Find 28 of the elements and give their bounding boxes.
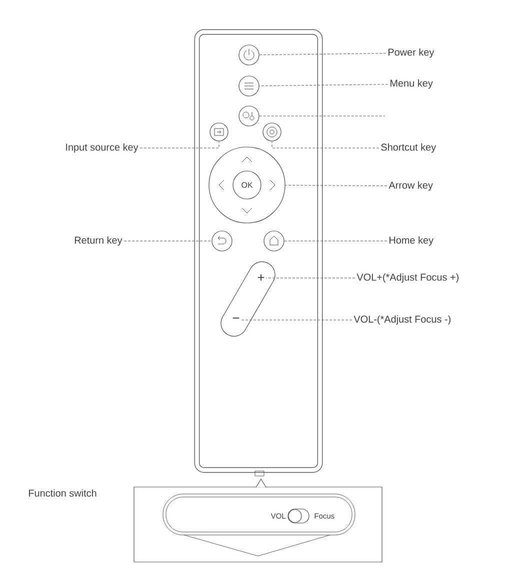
key-label: Arrow key [388,181,433,191]
round-button [238,44,260,66]
leader-line [259,84,388,86]
round-button [238,106,260,126]
leader-line [124,240,212,242]
leader-line [272,141,380,148]
volume-sign: − [232,318,240,319]
key-label: Home key [390,236,434,246]
round-button [212,230,232,252]
key-label: VOL+(*Adjust Focus +) [356,273,458,283]
key-label: Shortcut key [381,143,436,153]
key-label: Input source key [66,143,138,153]
round-button [264,230,284,252]
dpad-ring [208,146,286,224]
volume-sign: + [258,274,264,281]
leader-line [259,53,386,56]
remote-body [194,29,323,473]
key-label: Power key [388,48,434,58]
key-label: VOL-(*Adjust Focus -) [354,315,450,325]
round-button [262,122,282,142]
key-label: Return key [74,236,122,246]
leader-line [285,184,388,186]
round-button [210,122,228,142]
leader-line [284,240,388,242]
round-button [238,76,260,96]
leader-line [140,141,220,148]
key-label: Menu key [390,79,433,89]
panel-heading: Function switch [29,489,96,497]
